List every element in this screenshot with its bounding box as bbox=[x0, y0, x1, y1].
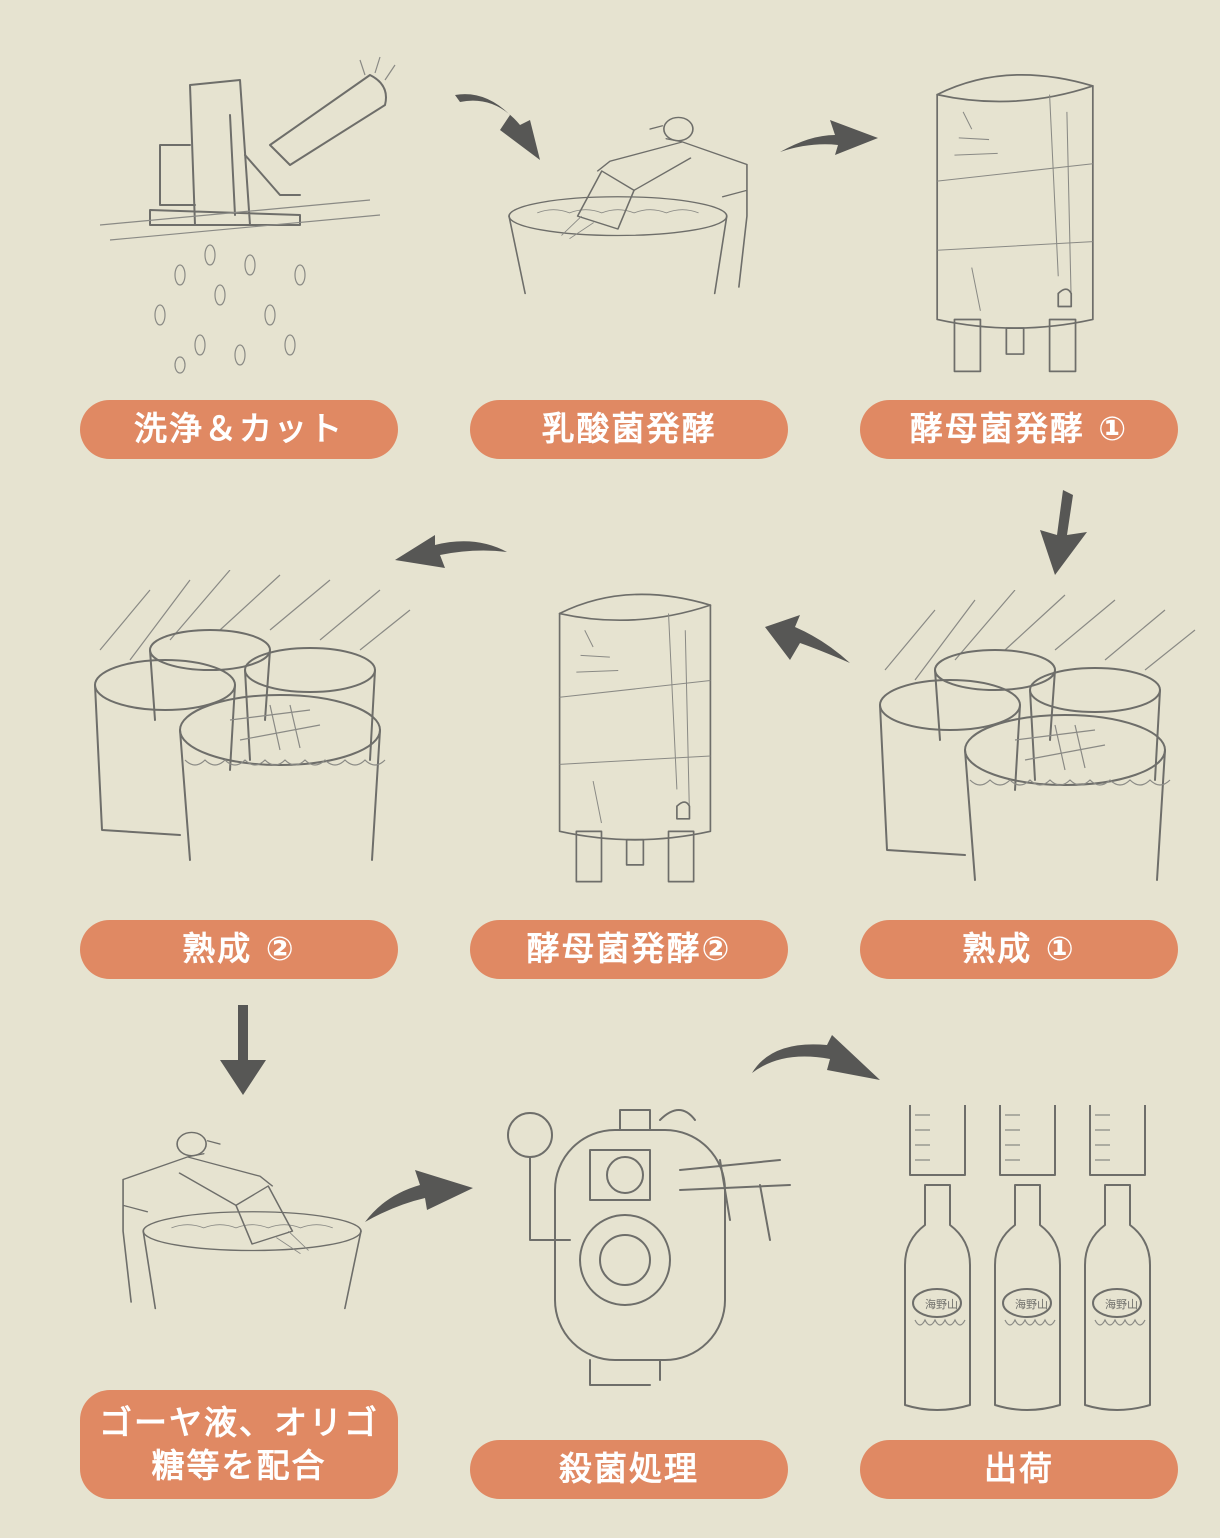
aging-barrels-illustration bbox=[875, 589, 1205, 890]
bottles-illustration: 海野山 海野山 海野山 bbox=[900, 1104, 1160, 1420]
step-label-lactic-fermentation: 乳酸菌発酵 bbox=[470, 400, 788, 459]
step-label-aging-2: 熟成 ② bbox=[80, 920, 398, 979]
arrow-left-icon bbox=[395, 535, 507, 568]
step-label-blending: ゴーヤ液、オリゴ糖等を配合 bbox=[80, 1390, 398, 1499]
arrow-right-icon bbox=[365, 1170, 473, 1222]
arrow-down-icon bbox=[1040, 490, 1087, 575]
arrow-right-icon bbox=[455, 94, 540, 160]
step-label-sterilization: 殺菌処理 bbox=[470, 1440, 788, 1499]
arrow-down-icon bbox=[220, 1005, 266, 1095]
fermentation-tank-illustration bbox=[900, 60, 1130, 380]
step-label-wash-cut: 洗浄＆カット bbox=[80, 400, 398, 459]
sterilizer-illustration bbox=[500, 1100, 800, 1390]
worker-pouring-illustration bbox=[85, 1115, 395, 1365]
fermentation-tank-illustration bbox=[520, 580, 750, 890]
step-label-yeast-fermentation-1: 酵母菌発酵 ① bbox=[860, 400, 1178, 459]
step-label-yeast-fermentation-2: 酵母菌発酵② bbox=[470, 920, 788, 979]
step-label-aging-1: 熟成 ① bbox=[860, 920, 1178, 979]
bottle-brand-label: 海野山 bbox=[1105, 1297, 1138, 1311]
aging-barrels-illustration bbox=[90, 569, 420, 870]
cutting-machine-illustration bbox=[99, 55, 400, 375]
step-label-shipping: 出荷 bbox=[860, 1440, 1178, 1499]
arrow-right-icon bbox=[780, 120, 878, 155]
arrow-left-icon bbox=[765, 615, 850, 663]
bottle-brand-label: 海野山 bbox=[1015, 1297, 1048, 1311]
arrow-right-icon bbox=[752, 1035, 880, 1080]
bottle-brand-label: 海野山 bbox=[925, 1297, 958, 1311]
